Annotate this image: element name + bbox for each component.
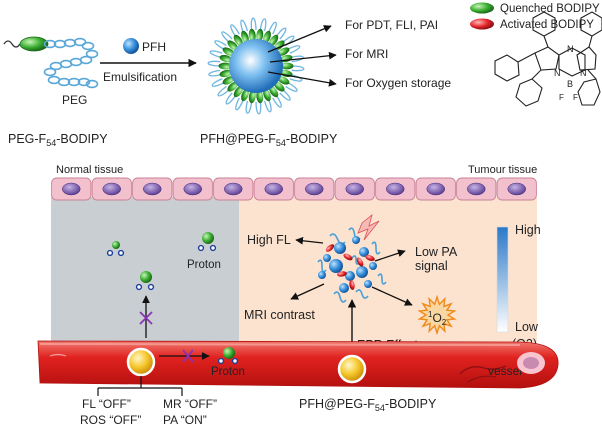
vessel-nanoparticle-right (337, 354, 367, 384)
tumour-tissue-label: Tumour tissue (468, 164, 537, 176)
cell-nucleus (102, 182, 121, 196)
vessel-blocked-mark (182, 349, 194, 363)
pfh-label: PFH (142, 40, 166, 54)
legend-quenched-label: Quenched BODIPY (500, 3, 600, 15)
use-pdt-fli-pai: For PDT, FLI, PAI (345, 18, 438, 32)
svg-text:F: F (559, 93, 564, 102)
nanoparticle (207, 17, 305, 115)
singlet-oxygen-label: 1O2 (428, 310, 447, 327)
scale-high-label: High (515, 223, 541, 237)
proton-label-vessel: Proton (211, 366, 245, 378)
vessel-label: vessel (488, 364, 522, 378)
legend-activated-label: Activated BODIPY (500, 19, 594, 31)
cell-nucleus (467, 182, 486, 196)
legend-quenched-swatch (470, 2, 494, 14)
pa-on-label: PA “ON” (163, 413, 207, 427)
blood-vessel (37, 340, 559, 389)
fl-off-label: FL “OFF” (82, 397, 131, 411)
peg-bodipy-label: PEG-F54-BODIPY (8, 132, 108, 148)
cell-nucleus (143, 182, 162, 196)
singlet-oxygen-burst (417, 294, 457, 336)
bodipy-atoms: N N N B F F (554, 44, 587, 102)
cell-nucleus (183, 182, 202, 196)
use-oxygen-storage: For Oxygen storage (345, 76, 451, 90)
vessel-nanoparticle-left (126, 347, 156, 377)
nanoparticle-label: PFH@PEG-F54-BODIPY (200, 132, 338, 148)
use-mri: For MRI (345, 47, 388, 61)
cell-nucleus (62, 182, 81, 196)
tumour-tissue-region (239, 197, 537, 342)
svg-text:N: N (554, 68, 561, 78)
tumour-activated-cluster (317, 227, 387, 303)
peg-bodipy-molecule (3, 36, 99, 89)
laser-light-icon (357, 213, 380, 241)
pfh-droplet-icon (123, 38, 139, 54)
normal-free-bodipy-1 (106, 241, 125, 257)
legend: Quenched BODIPY Activated BODIPY (470, 2, 600, 31)
legend-activated-swatch (470, 18, 494, 30)
vessel-free-bodipy (217, 347, 239, 365)
scale-low-label: Low (515, 320, 539, 334)
ros-off-label: ROS “OFF” (80, 413, 141, 427)
low-pa-label-line2: signal (415, 259, 448, 273)
normal-tissue-label: Normal tissue (56, 164, 123, 176)
cell-layer (51, 177, 537, 201)
normal-blocked-mark (139, 311, 153, 325)
bodipy-structure (494, 11, 602, 107)
peg-label: PEG (62, 93, 87, 107)
cell-nucleus (305, 182, 324, 196)
high-fl-label: High FL (247, 233, 291, 247)
cell-nucleus (345, 182, 364, 196)
proton-label-normal: Proton (187, 259, 221, 271)
vessel-cell-icon (517, 352, 545, 374)
status-bracket (97, 376, 183, 396)
cell-nucleus (386, 182, 405, 196)
normal-free-bodipy-2 (197, 232, 217, 252)
cell-nucleus (426, 182, 445, 196)
svg-text:F: F (573, 93, 578, 102)
cell-nucleus (264, 182, 283, 196)
low-pa-label-line1: Low PA (415, 245, 458, 259)
normal-free-bodipy-3 (135, 271, 155, 291)
mri-contrast-label: MRI contrast (244, 308, 315, 322)
cell-nucleus (507, 182, 526, 196)
svg-text:B: B (567, 79, 573, 89)
mr-off-label: MR “OFF” (163, 397, 217, 411)
cell-nucleus (224, 182, 243, 196)
svg-text:N: N (580, 68, 587, 78)
tumour-effect-arrows (290, 236, 413, 306)
emulsification-label: Emulsification (103, 70, 177, 84)
bottom-nanoparticle-label: PFH@PEG-F54-BODIPY (299, 397, 437, 413)
svg-text:N: N (567, 44, 574, 54)
oxygen-scale-bar (496, 226, 509, 333)
use-arrows (267, 25, 337, 87)
